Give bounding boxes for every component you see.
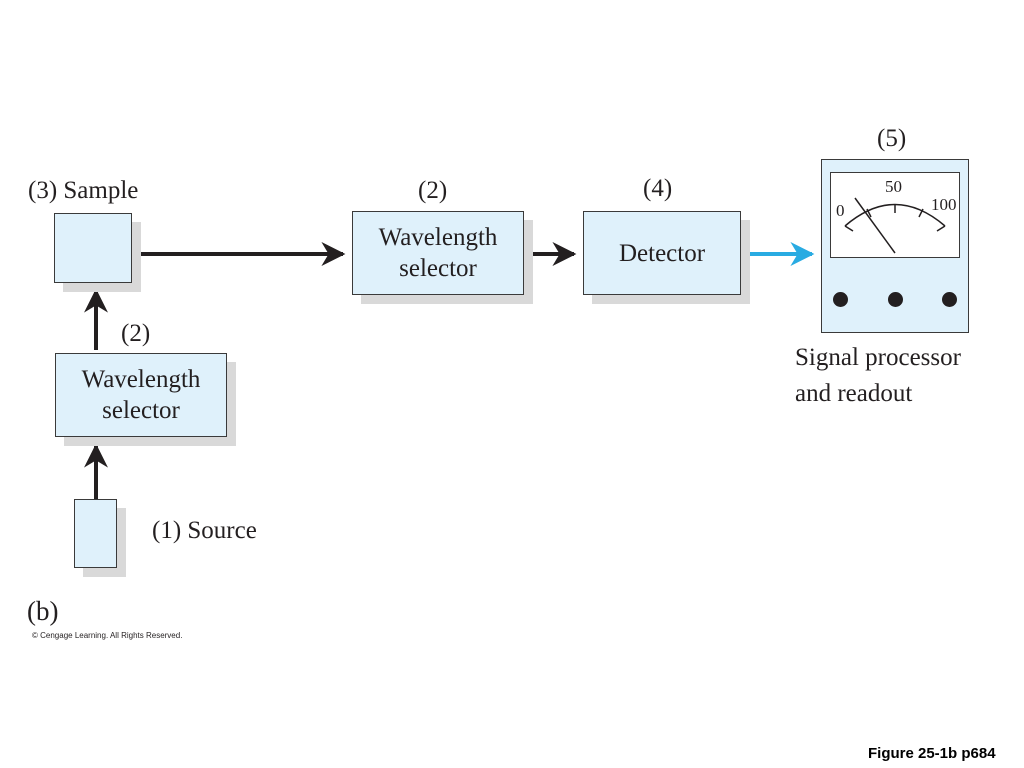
meter-dial: 0 50 100 (830, 172, 960, 258)
scale-mid: 50 (885, 177, 902, 196)
scale-max: 100 (931, 195, 957, 214)
meter-scale-icon (844, 197, 946, 254)
detector-label: Detector (618, 239, 706, 267)
selector-left-line2: selector (102, 397, 180, 424)
detector-box: Detector (583, 211, 741, 295)
wavelength-selector-box-left: Wavelength selector (55, 353, 227, 437)
readout-caption-line2: and readout (795, 380, 913, 407)
copyright-notice: © Cengage Learning. All Rights Reserved. (32, 631, 183, 640)
selector-top-number: (2) (418, 177, 448, 204)
sample-label: (3) Sample (28, 177, 139, 204)
source-label: (1) Source (152, 517, 257, 544)
panel-label: (b) (27, 596, 59, 626)
selector-left-line1: Wavelength (81, 366, 201, 393)
sample-box (54, 213, 132, 283)
selector-top-line1: Wavelength (378, 224, 498, 251)
detector-number: (4) (643, 175, 673, 202)
readout-caption-line1: Signal processor (795, 344, 961, 371)
readout-number: (5) (877, 125, 907, 152)
knob-icon (942, 292, 957, 307)
meter-needle (854, 197, 896, 254)
knob-icon (888, 292, 903, 307)
wavelength-selector-box-top: Wavelength selector (352, 211, 524, 295)
signal-processor-readout: 0 50 100 (821, 159, 969, 333)
selector-left-number: (2) (121, 320, 151, 347)
scale-min: 0 (836, 201, 845, 220)
figure-reference: Figure 25-1b p684 (868, 745, 996, 762)
source-box (74, 499, 117, 568)
selector-top-line2: selector (399, 255, 477, 282)
knob-icon (833, 292, 848, 307)
